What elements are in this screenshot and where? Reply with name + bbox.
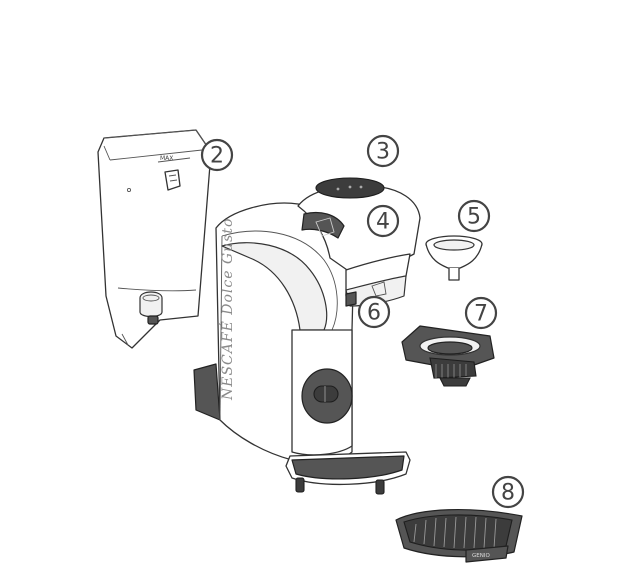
svg-text:6: 6 (367, 301, 381, 326)
svg-text:7: 7 (474, 302, 488, 327)
svg-text:2: 2 (210, 144, 224, 169)
drip-spout (345, 275, 407, 307)
capsule-plate (401, 325, 495, 387)
machine-body: NESCAFÉ Dolce Gusto (193, 202, 355, 463)
svg-text:8: 8 (501, 481, 515, 506)
base-tray (285, 451, 411, 495)
callout-3: 3 (366, 134, 400, 168)
max-label: MAX (160, 155, 173, 162)
drip-tray-label: GENIO (472, 553, 490, 559)
callout-4: 4 (366, 204, 400, 238)
callout-8: 8 (491, 475, 525, 509)
callout-2: 2 (200, 138, 234, 172)
svg-text:3: 3 (376, 140, 390, 165)
svg-text:5: 5 (467, 205, 481, 230)
brand-logo-text: NESCAFÉ Dolce Gusto (218, 218, 236, 401)
drip-tray: GENIO (395, 509, 523, 563)
capsule-holder (425, 235, 483, 281)
callout-7: 7 (464, 296, 498, 330)
svg-text:4: 4 (376, 210, 390, 235)
callout-5: 5 (457, 199, 491, 233)
water-tank: MAX (97, 129, 212, 349)
callout-6: 6 (357, 295, 391, 329)
